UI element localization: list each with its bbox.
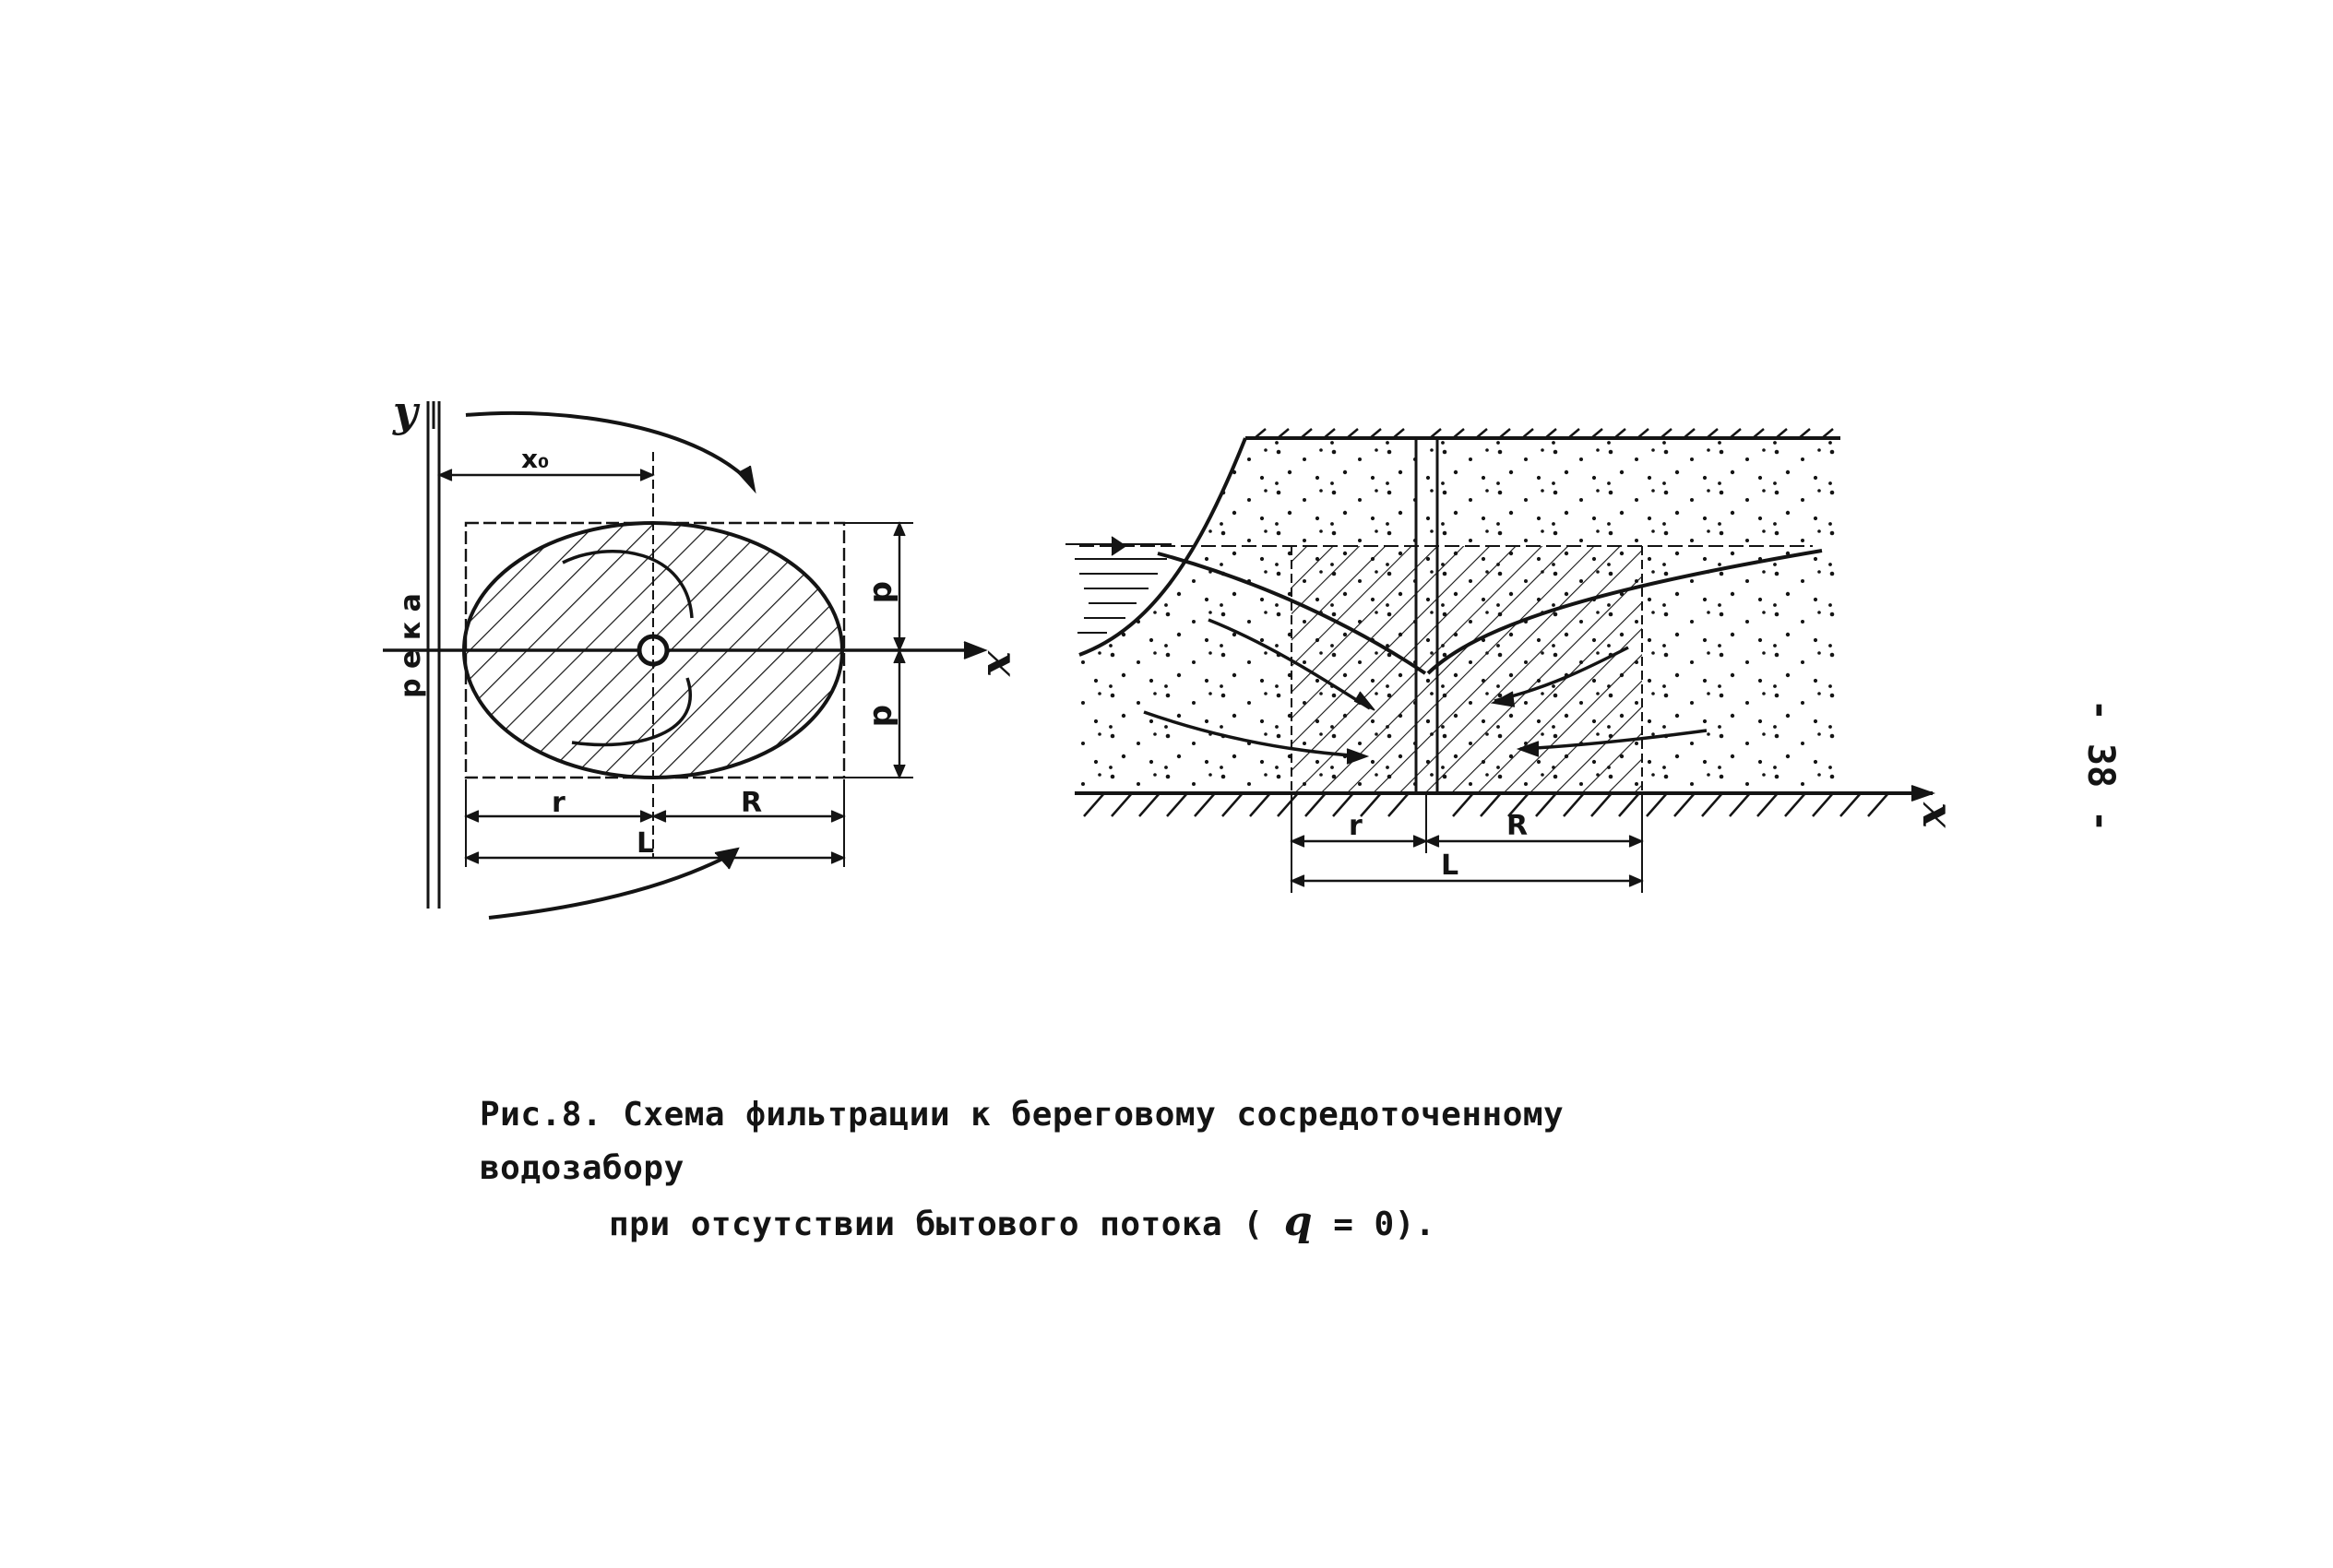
caption-line-1: Рис.8. Схема фильтрации к береговому сос… [480, 1096, 1565, 1187]
section-view: r R L x [1065, 428, 1963, 893]
depression-curve-right [1426, 549, 1823, 675]
x-axis-arrowhead [963, 641, 988, 659]
figure-caption: Рис.8. Схема фильтрации к береговому сос… [480, 1088, 1771, 1252]
section-r-label: r [1349, 810, 1363, 842]
caption-line-2-text: при отсутствии бытового потока ( [609, 1206, 1264, 1243]
caption-flow-symbol: q [1283, 1198, 1314, 1245]
caption-line-2: при отсутствии бытового потока ( q = 0). [480, 1195, 1771, 1252]
plan-axis-x-label: x [978, 650, 1028, 677]
well-filter [1418, 664, 1435, 793]
plan-r-label: r [552, 787, 565, 819]
section-R-label: R [1506, 810, 1528, 842]
plan-view: y x x₀ d d r R L р е к а [383, 386, 1028, 920]
plan-d-top-label: d [865, 581, 902, 603]
flow-arrow [1519, 729, 1708, 751]
flow-line-lower [571, 677, 692, 747]
flow-line-upper [562, 550, 694, 619]
river-flow-arrow-bottom [488, 851, 734, 920]
plan-d-bottom-label: d [865, 705, 902, 727]
depression-curve-left [1157, 552, 1427, 675]
river-bank-slope [1078, 437, 1247, 657]
ground-surface-hatch [1254, 428, 1834, 439]
flow-arrow [1143, 710, 1364, 758]
aquifer-base-hatch [1083, 792, 1889, 817]
water-level-marker [1111, 536, 1127, 556]
river-flow-arrow-top [465, 410, 754, 486]
plan-R-label: R [741, 787, 762, 819]
plan-L-label: L [637, 827, 654, 860]
section-L-label: L [1441, 849, 1458, 882]
plan-axis-y-label: y [392, 386, 421, 436]
section-axis-x-label: x [1913, 802, 1963, 828]
page-number: - 38 - [2079, 698, 2122, 833]
caption-line-2-rest: = 0). [1313, 1206, 1436, 1243]
flow-arrow [1208, 618, 1371, 710]
plan-river-label: р е к а [395, 593, 427, 698]
river-water [1065, 543, 1172, 634]
plan-x0-label: x₀ [521, 444, 549, 474]
section-x-axis-arrowhead [1910, 785, 1936, 802]
